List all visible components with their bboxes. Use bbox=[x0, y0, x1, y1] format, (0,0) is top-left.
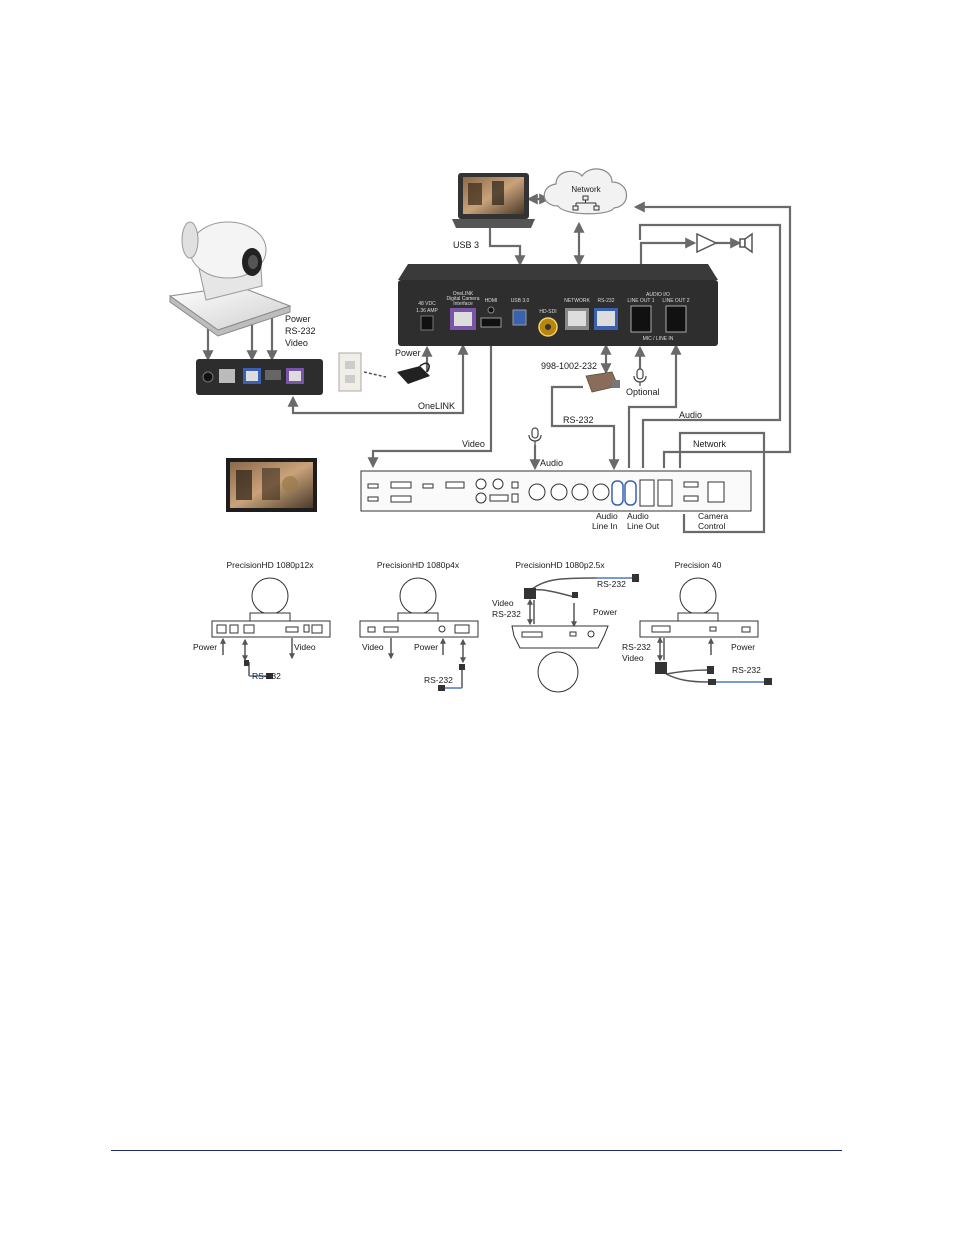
camera-precision-40: Precision 40 RS-232 Video Power RS-232 bbox=[622, 560, 772, 685]
rs232-panel-label: RS-232 bbox=[598, 298, 615, 304]
camera-left-label-2: Video bbox=[622, 653, 644, 663]
camera-left-label-1: Video bbox=[492, 598, 514, 608]
line-out-2-label: LINE OUT 2 bbox=[662, 298, 689, 304]
power-label: Power bbox=[285, 314, 311, 324]
audio-line-in-label-1: Audio bbox=[596, 511, 618, 521]
camera-cable-label: RS-232 bbox=[732, 665, 761, 675]
camera-left-label-1: RS-232 bbox=[622, 642, 651, 652]
camera-title: PrecisionHD 1080p12x bbox=[227, 560, 315, 570]
network-cloud-label: Network bbox=[571, 185, 601, 194]
speaker-icon bbox=[739, 232, 753, 254]
camera-interface-box bbox=[196, 359, 323, 395]
laptop-icon bbox=[452, 173, 535, 228]
rs232-link-label: RS-232 bbox=[563, 415, 594, 425]
camera-right-label: Power bbox=[414, 642, 438, 652]
camera-left-label: Power bbox=[193, 642, 217, 652]
display-icon bbox=[226, 458, 317, 512]
power-spec-line1: 48 VDC bbox=[418, 301, 436, 307]
camera-left-label: Video bbox=[362, 642, 384, 652]
camera-title: PrecisionHD 1080p4x bbox=[377, 560, 460, 570]
optional-label: Optional bbox=[626, 387, 660, 397]
camera-title: PrecisionHD 1080p2.5x bbox=[515, 560, 605, 570]
video-label: Video bbox=[285, 338, 308, 348]
onelink-panel-sub1: Digital Camera bbox=[446, 296, 479, 302]
network-link-label: Network bbox=[693, 439, 727, 449]
amplifier-icon bbox=[696, 232, 718, 254]
rs232-label: RS-232 bbox=[285, 326, 316, 336]
network-cloud-icon: Network bbox=[543, 168, 628, 215]
camera-left-label-2: RS-232 bbox=[492, 609, 521, 619]
onelink-panel-sub2: Interface bbox=[453, 301, 473, 307]
camera-right-label: Power bbox=[731, 642, 755, 652]
codec-icon bbox=[360, 470, 752, 512]
audio-io-panel-label: AUDIO I/O bbox=[646, 292, 670, 298]
audio-line-out-label-2: Line Out bbox=[627, 521, 660, 531]
audio-mic-label: Audio bbox=[540, 458, 563, 468]
camera-control-label-2: Control bbox=[698, 521, 726, 531]
camera-title: Precision 40 bbox=[675, 560, 722, 570]
usb-panel-label: USB 3.0 bbox=[511, 298, 530, 304]
onelink-panel-label: OneLINK bbox=[453, 291, 474, 297]
mic-line-in-label: MIC / LINE IN bbox=[643, 336, 674, 342]
audio-line-in-label-2: Line In bbox=[592, 521, 618, 531]
hdmi-panel-label: HDMI bbox=[485, 298, 498, 304]
power-spec-line2: 1.36 AMP bbox=[416, 308, 438, 314]
power-supply-label: Power bbox=[395, 348, 421, 358]
camera-cable-label: RS-232 bbox=[252, 671, 281, 681]
audio-line-out-label-1: Audio bbox=[627, 511, 649, 521]
part-number-label: 998-1002-232 bbox=[541, 361, 597, 371]
network-panel-label: NETWORK bbox=[564, 298, 590, 304]
camera-icon bbox=[168, 221, 292, 337]
camera-control-label-1: Camera bbox=[698, 511, 729, 521]
onelink-label: OneLINK bbox=[418, 401, 455, 411]
audio-link-label: Audio bbox=[679, 410, 702, 420]
usb3-label: USB 3 bbox=[453, 240, 479, 250]
camera-1080p4x: PrecisionHD 1080p4x Video Power RS-232 bbox=[359, 560, 479, 691]
rs232-adapter-icon bbox=[585, 371, 620, 393]
camera-right-label: Video bbox=[294, 642, 316, 652]
camera-cable-label: RS-232 bbox=[597, 579, 626, 589]
microphone-icon bbox=[528, 427, 542, 445]
power-adapter-icon bbox=[363, 362, 430, 384]
camera-1080p12x: PrecisionHD 1080p12x Power Video RS-232 bbox=[193, 560, 331, 681]
microphone-icon bbox=[633, 368, 647, 386]
footer-rule bbox=[111, 1150, 842, 1151]
camera-1080p2-5x: PrecisionHD 1080p2.5x Video RS-232 Power… bbox=[492, 560, 639, 693]
hdsdi-panel-label: HD-SDI bbox=[539, 309, 556, 315]
wall-outlet-icon bbox=[338, 352, 362, 392]
camera-cable-label: RS-232 bbox=[424, 675, 453, 685]
video-link-label: Video bbox=[462, 439, 485, 449]
main-interface-device: 48 VDC 1.36 AMP OneLINK Digital Camera I… bbox=[398, 264, 718, 346]
camera-right-label: Power bbox=[593, 607, 617, 617]
line-out-1-label: LINE OUT 1 bbox=[627, 298, 654, 304]
